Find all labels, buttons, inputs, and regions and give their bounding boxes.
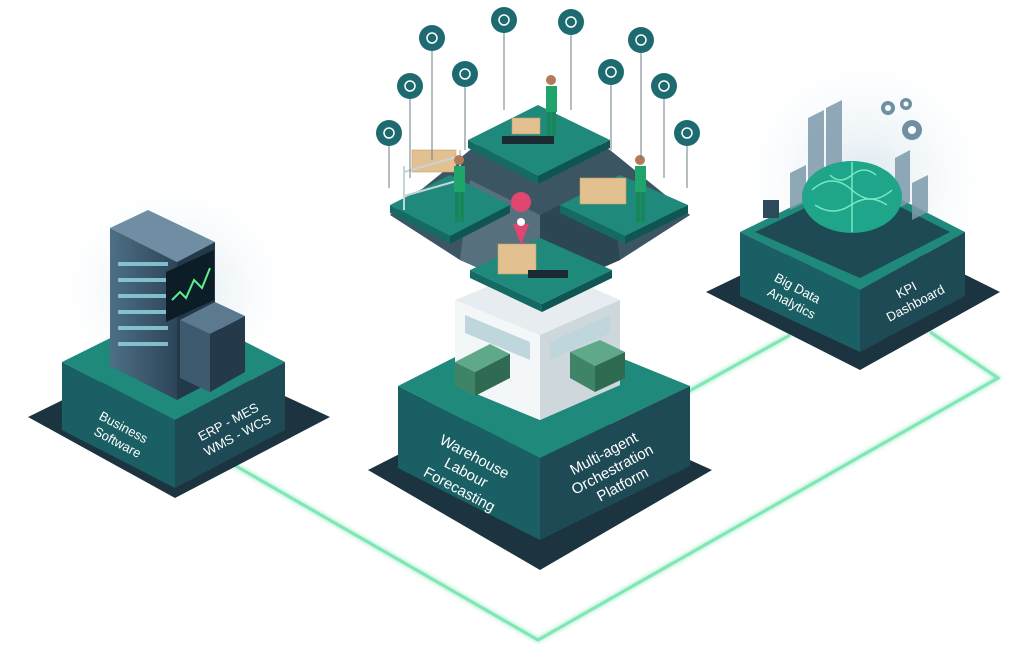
tablet-icon (651, 73, 677, 178)
location-icon (397, 73, 423, 178)
camera-icon (558, 9, 584, 110)
platform-left (390, 175, 510, 244)
truck-left-icon (455, 344, 510, 396)
device-pins (376, 7, 700, 188)
headset-icon (376, 120, 402, 188)
right-block: Big Data Analytics KPI Dashboard (706, 98, 1000, 370)
worker-left-icon (454, 155, 465, 222)
hand-scan-icon (674, 120, 700, 188)
center-block-front (540, 386, 690, 540)
location-marker-icon (511, 192, 532, 245)
fingerprint-icon (419, 25, 445, 160)
gear-icon (881, 98, 922, 140)
worker-top-icon (546, 75, 557, 136)
boxes-bottom (497, 243, 537, 275)
rfid-tag-icon (628, 27, 654, 160)
left-block-side (62, 362, 175, 488)
center-block-side (398, 386, 540, 540)
right-block-front (860, 232, 965, 352)
worker-right-icon (635, 155, 646, 222)
left-block-front (175, 362, 285, 488)
server-rack-icon (110, 210, 245, 400)
robot-vehicle-icon (491, 7, 517, 110)
left-block: Business Software ERP - MES WMS - WCS (28, 210, 330, 498)
center-block: Warehouse Labour Forecasting Multi-agent… (368, 75, 712, 570)
boxes-right (579, 177, 627, 205)
truck-right-icon (570, 340, 625, 392)
handheld-scanner-icon (452, 61, 478, 150)
brain-icon (802, 161, 902, 233)
sensor-icon (598, 59, 624, 150)
right-block-side (740, 232, 860, 352)
boxes-top (511, 117, 541, 135)
